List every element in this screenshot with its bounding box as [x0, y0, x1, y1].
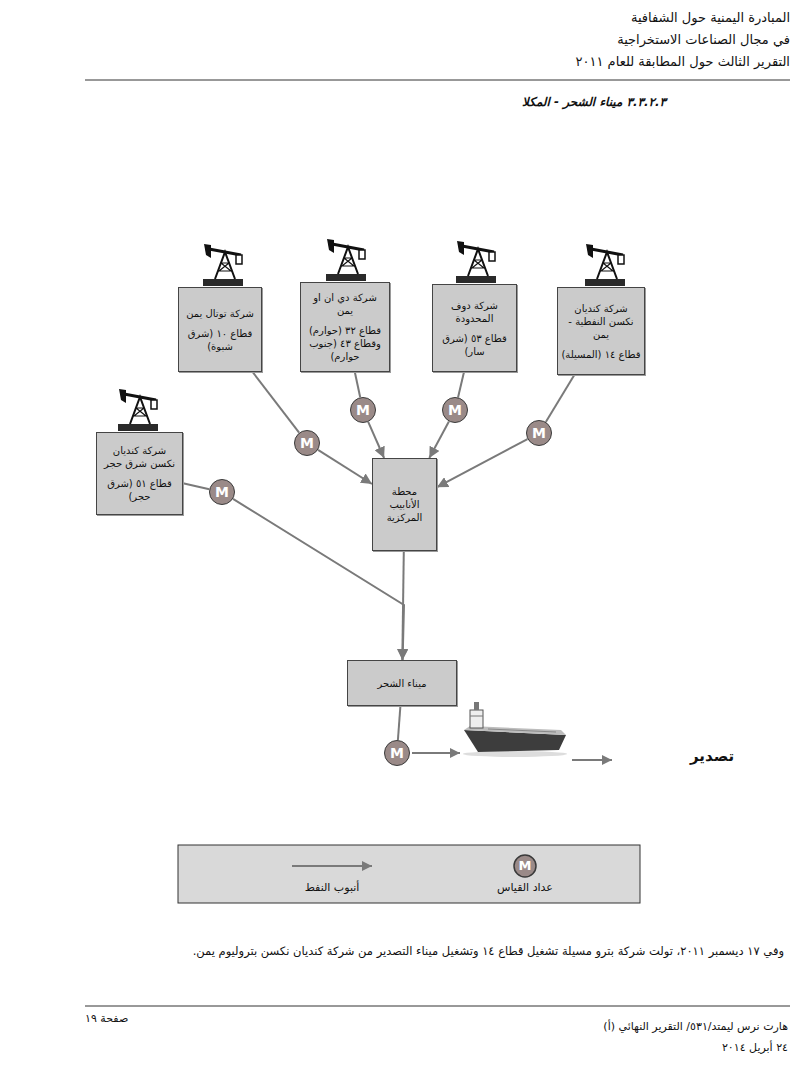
- pipeline-connector: [368, 422, 384, 458]
- node-heading: شركة توتال يمن: [182, 307, 258, 320]
- flow-arrow: [412, 752, 460, 754]
- node-heading: شركة دوف المحدودة: [436, 299, 513, 325]
- meter-circle: M: [294, 430, 320, 456]
- legend-box: [178, 845, 640, 903]
- meter-circle: M: [209, 479, 235, 505]
- operator-box: شركة توتال يمن قطاع ١٠ (شرق شبوة): [178, 287, 262, 372]
- legend-text: عداد القياس: [497, 881, 553, 894]
- node-content: محطة الأنابيب المركزية: [376, 485, 433, 524]
- node-content: شركة دي ان او يمن قطاع ٣٢ (حوارم) وقطاع ٤…: [304, 291, 386, 363]
- pipeline-connector: [183, 483, 209, 489]
- section-heading: ٣.٣.٢.٣ ميناء الشحر - المكلا: [522, 95, 666, 109]
- node-content: شركة دوف المحدودة قطاع ٥٣ (شرق سار): [436, 299, 513, 358]
- node-heading: M: [351, 403, 375, 417]
- node-heading: محطة الأنابيب المركزية: [376, 485, 433, 524]
- node-heading: شركة كنديان نكسن النفطية - يمن: [561, 302, 641, 341]
- pipeline-connector: [318, 450, 372, 484]
- node-heading: M: [295, 436, 319, 450]
- node-heading: M: [385, 746, 409, 760]
- header-line: في مجال الصناعات الاستخراجية: [617, 32, 790, 47]
- pipeline-connector: [355, 372, 360, 397]
- node-heading: شركة كنديان نكسن شرق حجر: [100, 444, 179, 470]
- operator-box: شركة دوف المحدودة قطاع ٥٣ (شرق سار): [432, 284, 517, 372]
- header-rule: [85, 80, 790, 81]
- node-content: شركة كنديان نكسن النفطية - يمن قطاع ١٤ (ا…: [561, 302, 641, 361]
- tanker-ship: [463, 702, 567, 757]
- pumpjack-icon: [118, 389, 158, 431]
- pipeline-station-box: محطة الأنابيب المركزية: [372, 458, 437, 551]
- body-paragraph: وفي ١٧ ديسمبر ٢٠١١، تولت شركة بترو مسيلة…: [193, 944, 784, 958]
- node-content: M: [295, 436, 319, 450]
- header-line: التقرير الثالث حول المطابقة للعام ٢٠١١: [576, 54, 790, 69]
- node-content: شركة كنديان نكسن شرق حجر قطاع ٥١ (شرق حجر…: [100, 444, 179, 503]
- pipeline-connector: [437, 439, 528, 487]
- node-heading: شركة دي ان او يمن: [304, 291, 386, 317]
- pipeline-connector: [398, 706, 401, 740]
- meter-circle: M: [350, 397, 376, 423]
- node-content: M: [210, 485, 234, 499]
- footer-line: ٢٤ أبريل ٢٠١٤: [722, 1041, 788, 1054]
- pumpjack-icon: [456, 241, 496, 283]
- node-content: ميناء الشحر: [351, 677, 453, 690]
- node-body: قطاع ٥٣ (شرق سار): [436, 332, 513, 358]
- node-heading: M: [210, 485, 234, 499]
- node-heading: M: [443, 403, 467, 417]
- footer-line: هارت نرس ليمتد/٥٣١/ التقرير النهائي (أ): [603, 1020, 788, 1033]
- node-content: شركة توتال يمن قطاع ١٠ (شرق شبوة): [182, 307, 258, 353]
- node-body: قطاع ١٤ (المسيلة): [561, 348, 641, 361]
- node-content: M: [385, 746, 409, 760]
- pipeline-connector: [429, 422, 449, 459]
- meter-circle: M: [442, 397, 468, 423]
- pumpjack-icon: [203, 244, 243, 286]
- operator-box: شركة كنديان نكسن النفطية - يمن قطاع ١٤ (ا…: [557, 287, 645, 375]
- node-body: قطاع ٣٢ (حوارم) وقطاع ٤٣ (جنوب حوارم): [304, 324, 386, 363]
- pumpjack-icon: [326, 239, 366, 281]
- pumpjack-icon: [585, 244, 625, 286]
- legend-meter-letter: M: [514, 855, 536, 877]
- node-heading: M: [527, 426, 551, 440]
- legend-text: أنبوب النفط: [305, 881, 360, 894]
- operator-box: شركة كنديان نكسن شرق حجر قطاع ٥١ (شرق حجر…: [96, 432, 183, 515]
- export-label: تصدير: [690, 747, 734, 765]
- footer-rule: [85, 1006, 790, 1007]
- node-heading: ميناء الشحر: [351, 677, 453, 690]
- pipeline-connector: [458, 372, 464, 397]
- legend-meter-sample: [514, 855, 536, 877]
- meter-circle: M: [526, 420, 552, 446]
- node-content: M: [351, 403, 375, 417]
- pipeline-connector: [546, 375, 575, 422]
- header-line: المبادرة اليمنية حول الشفافية: [631, 10, 790, 25]
- node-body: قطاع ١٠ (شرق شبوة): [182, 327, 258, 353]
- node-content: M: [443, 403, 467, 417]
- page-number: صفحة ١٩: [85, 1012, 128, 1025]
- operator-box: شركة دي ان او يمن قطاع ٣٢ (حوارم) وقطاع ٤…: [300, 282, 390, 372]
- node-content: M: [527, 426, 551, 440]
- legend-pipe-sample: [292, 865, 372, 867]
- export-arrow: [572, 759, 612, 761]
- meter-circle: M: [384, 740, 410, 766]
- node-body: قطاع ٥١ (شرق حجر): [100, 477, 179, 503]
- pipeline-connector: [402, 551, 404, 660]
- port-box: ميناء الشحر: [347, 660, 457, 706]
- pipeline-connector: [253, 372, 300, 433]
